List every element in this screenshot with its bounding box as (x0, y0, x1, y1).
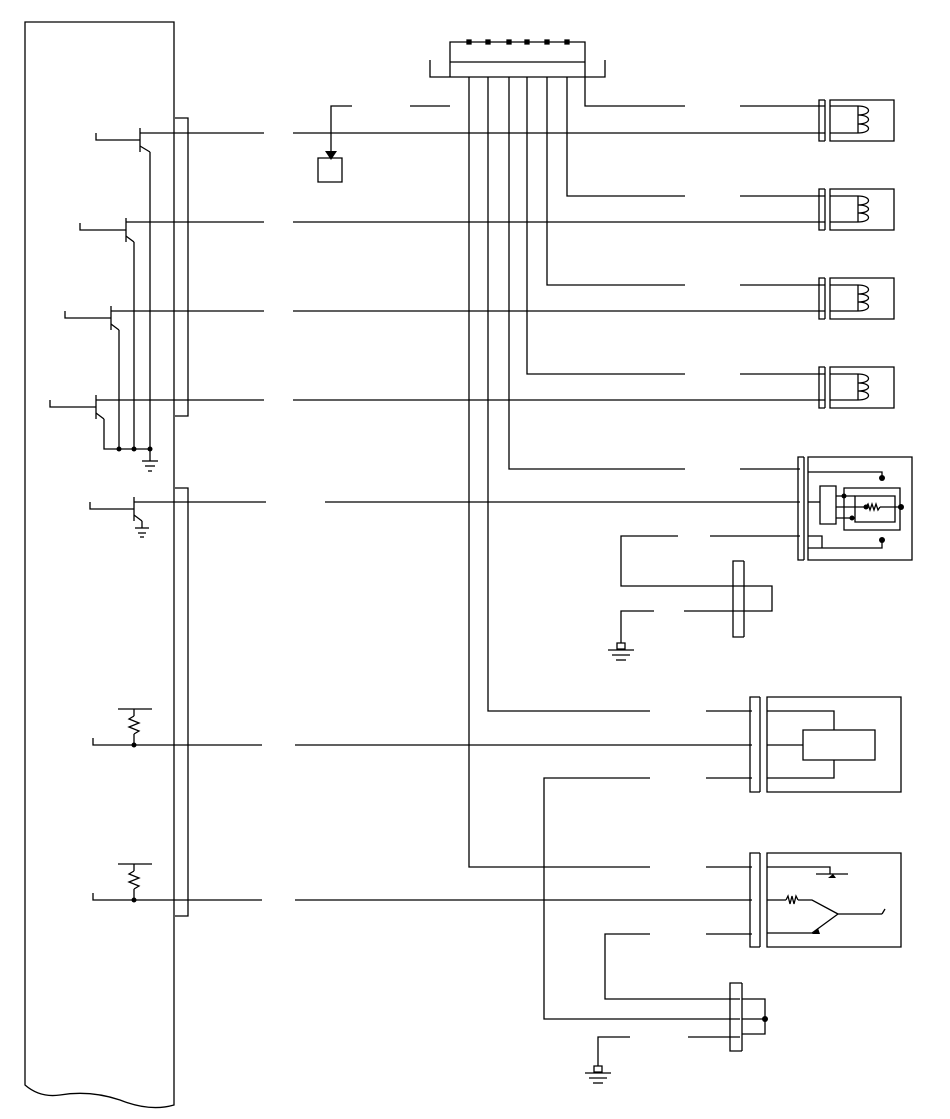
ground-1 (608, 643, 634, 660)
relay-driver-transistor (90, 497, 188, 537)
sensor-input-1 (93, 709, 188, 745)
wire-position-ground (605, 934, 752, 999)
jumper-connector-upper (733, 561, 772, 637)
wire-lower-ground (598, 1037, 740, 1066)
power-feed-wires (469, 77, 825, 867)
sensor-input-2 (93, 864, 188, 900)
multi-pin-connector (430, 42, 605, 77)
jumper-wiring-upper (621, 536, 800, 643)
ecu-connector-upper (175, 118, 188, 416)
ground-2 (585, 1066, 611, 1083)
sensor-box (750, 697, 901, 792)
junction-dots (116, 446, 768, 1022)
injector-3 (819, 278, 894, 319)
injector-2 (819, 189, 894, 230)
fuse-arrow (325, 151, 337, 160)
injector-4 (819, 367, 894, 408)
position-sensor-arrow (812, 874, 836, 934)
ecu-connector-lower (175, 488, 188, 916)
driver-transistor-2 (80, 218, 188, 449)
injector-1 (819, 100, 894, 141)
position-sensor (750, 853, 901, 947)
driver-transistor-3 (65, 306, 188, 449)
relay-junctions (841, 475, 904, 543)
main-relay (798, 457, 912, 560)
fuse-box (318, 106, 352, 182)
connector-pin-marks (467, 40, 569, 44)
ground-ecu-drivers (142, 449, 158, 471)
ecu-module (25, 22, 174, 1108)
wire-sensor-ground (544, 778, 752, 1019)
jumper-connector-lower (730, 983, 765, 1051)
